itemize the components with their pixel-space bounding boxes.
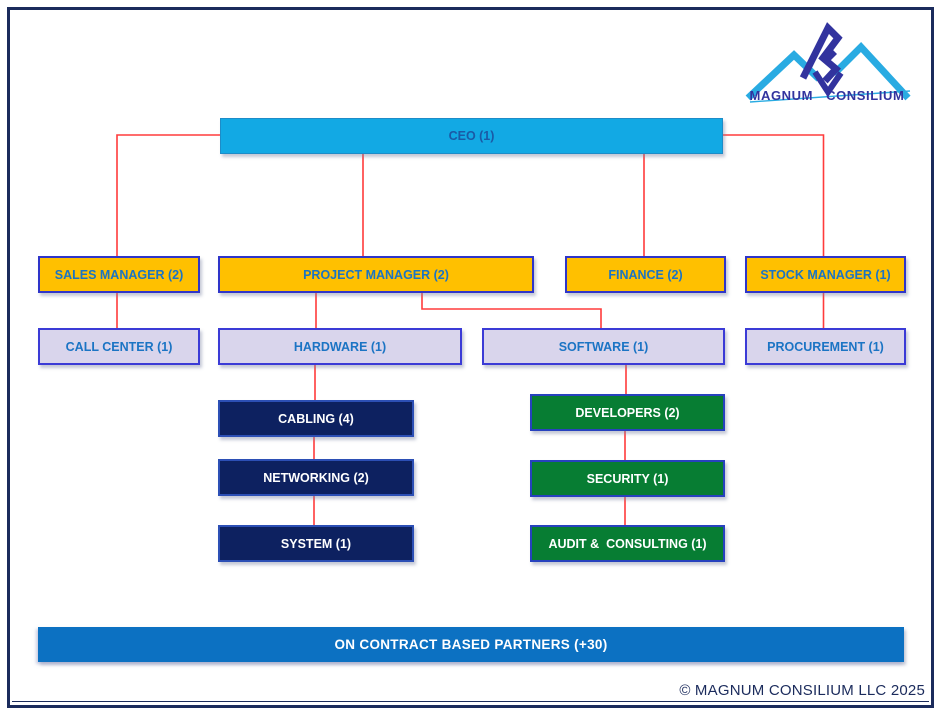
node-hardware: HARDWARE (1) <box>218 328 462 365</box>
node-stock-manager: STOCK MANAGER (1) <box>745 256 906 293</box>
copyright-text: © MAGNUM CONSILIUM LLC 2025 <box>679 682 925 699</box>
node-networking-label: NETWORKING (2) <box>263 470 369 485</box>
node-audit-consulting: AUDIT & CONSULTING (1) <box>530 525 725 562</box>
node-procurement: PROCUREMENT (1) <box>745 328 906 365</box>
logo-text-consilium: CONSILIUM <box>826 88 905 103</box>
node-security: SECURITY (1) <box>530 460 725 497</box>
company-logo: MAGNUM CONSILIUM <box>742 12 914 108</box>
node-system-label: SYSTEM (1) <box>280 536 352 551</box>
node-finance: FINANCE (2) <box>565 256 726 293</box>
node-ceo: CEO (1) <box>220 118 723 154</box>
node-project-manager-label: PROJECT MANAGER (2) <box>303 267 449 282</box>
logo-text-magnum: MAGNUM <box>749 88 814 103</box>
node-software-label: SOFTWARE (1) <box>558 339 649 354</box>
partners-bar: ON CONTRACT BASED PARTNERS (+30) <box>38 627 904 662</box>
node-audit-consulting-label: AUDIT & CONSULTING (1) <box>548 536 707 551</box>
node-procurement-label: PROCUREMENT (1) <box>767 339 884 354</box>
node-stock-manager-label: STOCK MANAGER (1) <box>760 267 891 282</box>
node-system: SYSTEM (1) <box>218 525 414 562</box>
connector-ceo-sales <box>116 134 220 256</box>
node-ceo-label: CEO (1) <box>448 129 495 143</box>
node-developers: DEVELOPERS (2) <box>530 394 725 431</box>
node-developers-label: DEVELOPERS (2) <box>575 405 680 420</box>
node-project-manager: PROJECT MANAGER (2) <box>218 256 534 293</box>
node-software: SOFTWARE (1) <box>482 328 725 365</box>
node-networking: NETWORKING (2) <box>218 459 414 496</box>
node-security-label: SECURITY (1) <box>586 471 669 486</box>
partners-bar-label: ON CONTRACT BASED PARTNERS (+30) <box>334 637 608 652</box>
logo-wordmark: MAGNUM CONSILIUM <box>742 88 912 103</box>
node-cabling-label: CABLING (4) <box>278 411 354 426</box>
node-hardware-label: HARDWARE (1) <box>293 339 387 354</box>
connector-project-software <box>421 289 602 328</box>
node-sales-manager-label: SALES MANAGER (2) <box>54 267 184 282</box>
logo-mountain-icon <box>745 22 911 103</box>
node-finance-label: FINANCE (2) <box>608 267 683 282</box>
node-sales-manager: SALES MANAGER (2) <box>38 256 200 293</box>
connector-ceo-stock <box>721 134 825 256</box>
node-call-center-label: CALL CENTER (1) <box>65 339 173 354</box>
node-cabling: CABLING (4) <box>218 400 414 437</box>
node-call-center: CALL CENTER (1) <box>38 328 200 365</box>
